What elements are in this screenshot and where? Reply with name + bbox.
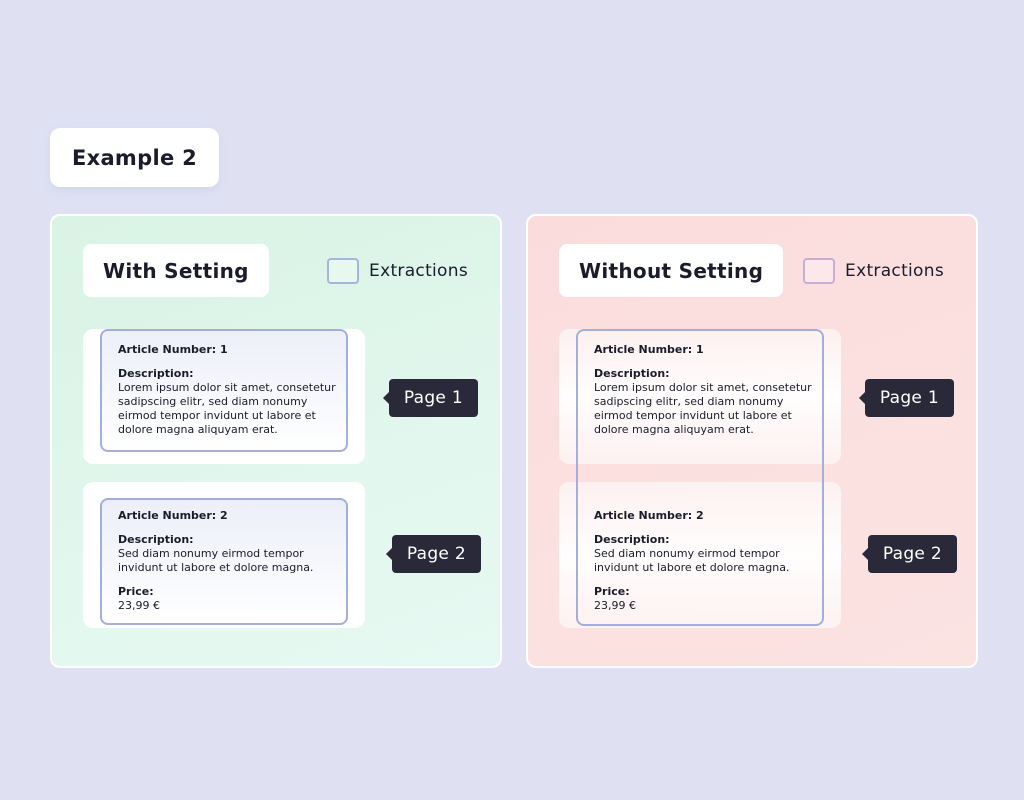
with-setting-title: With Setting	[83, 244, 269, 297]
article-1-number: Article Number: 1	[594, 343, 704, 356]
article-2-description-label: Description:	[594, 533, 670, 546]
article-1-description-line: sadipscing elitr, sed diam nonumy	[594, 395, 784, 408]
article-2-price-label: Price:	[594, 585, 630, 598]
page-1-label: Page 1	[382, 379, 478, 417]
article-1-description-line: eirmod tempor invidunt ut labore et	[118, 409, 316, 422]
article-2-description-line: Sed diam nonumy eirmod tempor	[594, 547, 780, 560]
article-2-price-value: 23,99 €	[118, 599, 160, 612]
article-2-content: Article Number: 2 Description: Sed diam …	[118, 509, 358, 613]
article-1-description-line: Lorem ipsum dolor sit amet, consetetur	[118, 381, 336, 394]
extractions-legend-swatch	[803, 258, 836, 284]
article-2-description-line: Sed diam nonumy eirmod tempor	[118, 547, 304, 560]
extractions-legend-label: Extractions	[845, 261, 944, 281]
article-2-description-label: Description:	[118, 533, 194, 546]
extractions-legend: Extractions	[803, 258, 944, 284]
page-2-label: Page 2	[861, 535, 957, 573]
article-1-description-line: eirmod tempor invidunt ut labore et	[594, 409, 792, 422]
article-1-description-line: dolore magna aliquyam erat.	[118, 423, 278, 436]
page-2-label: Page 2	[385, 535, 481, 573]
with-setting-panel: With Setting Extractions Article Number:…	[50, 214, 502, 668]
page-2-card	[559, 482, 841, 628]
article-1-description-label: Description:	[118, 367, 194, 380]
page-1-card	[559, 329, 841, 464]
extraction-box-article-1	[100, 329, 348, 452]
article-2-content: Article Number: 2 Description: Sed diam …	[594, 509, 834, 613]
example-title: Example 2	[50, 128, 219, 187]
article-2-number: Article Number: 2	[118, 509, 228, 522]
article-1-content: Article Number: 1 Description: Lorem ips…	[118, 343, 358, 437]
article-1-content: Article Number: 1 Description: Lorem ips…	[594, 343, 834, 437]
article-1-description-line: sadipscing elitr, sed diam nonumy	[118, 395, 308, 408]
article-2-price-value: 23,99 €	[594, 599, 636, 612]
article-2-number: Article Number: 2	[594, 509, 704, 522]
extraction-box-article-2	[100, 498, 348, 625]
extraction-box-merged	[576, 329, 824, 626]
article-1-description-line: Lorem ipsum dolor sit amet, consetetur	[594, 381, 812, 394]
without-setting-title: Without Setting	[559, 244, 784, 297]
extractions-legend: Extractions	[327, 258, 468, 284]
without-setting-panel: Without Setting Extractions Article Numb…	[526, 214, 978, 668]
extractions-legend-label: Extractions	[369, 261, 468, 281]
article-2-price-label: Price:	[118, 585, 154, 598]
extractions-legend-swatch	[327, 258, 360, 284]
article-2-description-line: invidunt ut labore et dolore magna.	[594, 561, 790, 574]
page-1-label: Page 1	[858, 379, 954, 417]
article-1-description-line: dolore magna aliquyam erat.	[594, 423, 754, 436]
article-1-number: Article Number: 1	[118, 343, 228, 356]
article-1-description-label: Description:	[594, 367, 670, 380]
article-2-description-line: invidunt ut labore et dolore magna.	[118, 561, 314, 574]
